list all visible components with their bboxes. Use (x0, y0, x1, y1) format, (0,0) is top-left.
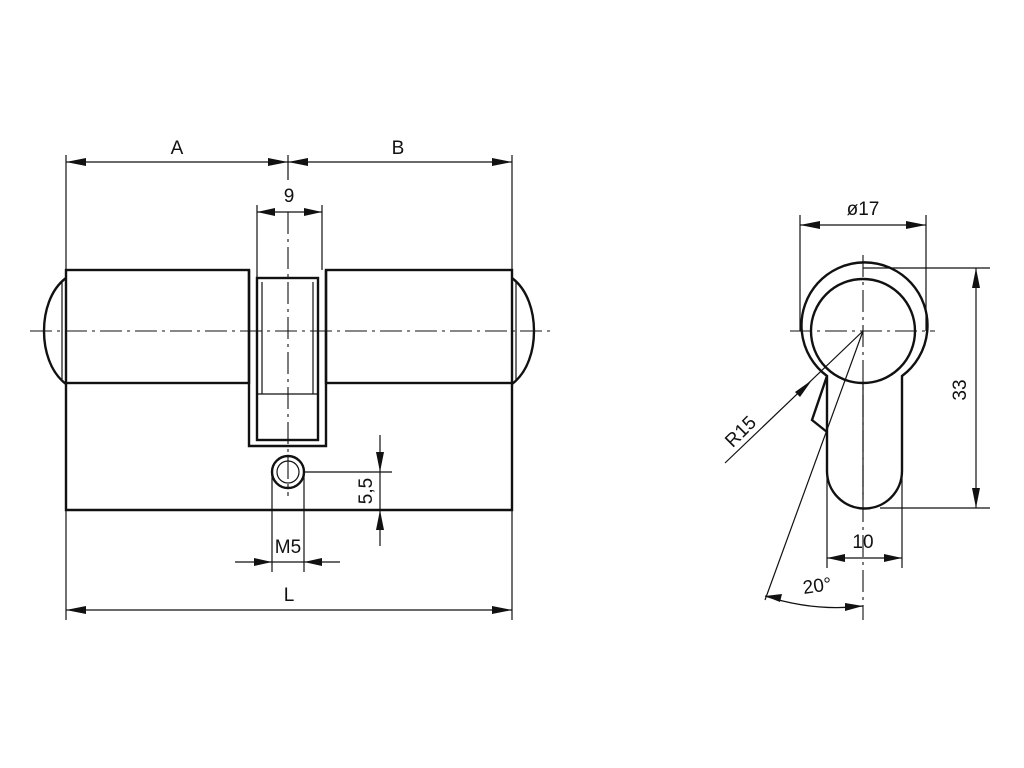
dim-5-5-arrow-top (376, 452, 384, 472)
dim-angle-ray (764, 330, 864, 601)
dim-l-arrow-left (66, 606, 86, 614)
side-view: ø17 33 10 R15 20° (721, 199, 990, 620)
dim-m5-label: M5 (275, 537, 301, 558)
dim-height-arrow-bottom (972, 488, 980, 508)
dim-diameter-arrow-left (800, 221, 820, 229)
dim-b-label: B (392, 138, 405, 159)
profile-outline (800, 261, 929, 510)
dim-5-5-arrow-bottom (376, 510, 384, 530)
dim-radius-line (724, 330, 864, 464)
dim-diameter-arrow-right (906, 221, 926, 229)
dim-a-arrow-left (66, 158, 86, 166)
dim-m5-arrow-left (254, 558, 272, 566)
dim-a-label: A (171, 138, 184, 159)
dim-5-5-label: 5,5 (356, 478, 377, 504)
dim-radius-label: R15 (721, 412, 760, 451)
dim-radius-arrow (795, 380, 812, 397)
dim-angle-arrow-left (765, 594, 782, 602)
dim-b-arrow-left (288, 158, 308, 166)
lower-profile-body (64, 383, 514, 512)
chamfer-notch (810, 375, 829, 433)
dim-l-label: L (284, 585, 295, 606)
dim-bottom-width-label: 10 (852, 532, 873, 553)
dim-angle-arrow-right (845, 603, 863, 611)
dim-bottom-width-arrow-left (827, 554, 845, 562)
front-view: A B 9 5,5 M5 L (30, 138, 555, 620)
dim-9-label: 9 (284, 186, 295, 207)
dim-angle-label: 20° (802, 574, 833, 599)
dim-9-arrow-right (304, 208, 322, 216)
dim-height-arrow-top (972, 268, 980, 288)
dim-m5-arrow-right (304, 558, 322, 566)
dim-bottom-width-arrow-right (884, 554, 902, 562)
dim-l-arrow-right (492, 606, 512, 614)
cam-slot-outline (247, 270, 328, 448)
dim-diameter-label: ø17 (847, 199, 880, 220)
left-cylinder-body (64, 268, 251, 385)
dim-height-label: 33 (950, 379, 971, 400)
dim-b-arrow-right (492, 158, 512, 166)
dim-9-arrow-left (257, 208, 275, 216)
dim-a-arrow-right (268, 158, 288, 166)
right-cylinder-body (324, 268, 514, 385)
